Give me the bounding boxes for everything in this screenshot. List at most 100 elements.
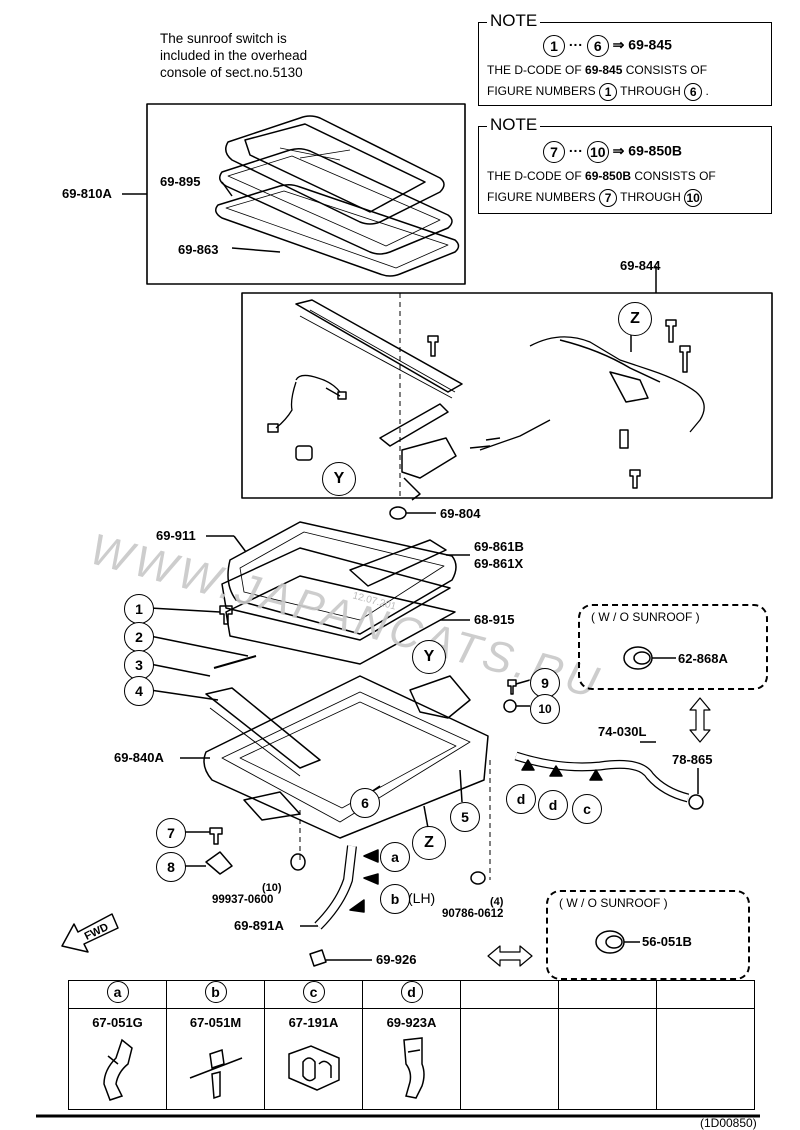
clip-b-icon [189,1049,242,1100]
callout-z: Z [618,302,652,336]
slide-shoe-assembly [379,403,449,447]
part-label-69-844: 69-844 [620,258,661,273]
part-quantity: (4) [490,896,504,908]
figure-number-badge: 10 [684,189,703,207]
figure-number-badge: 6 [586,35,609,57]
clip-pointer-arrow [363,849,379,863]
weatherstrip-seal [219,147,453,255]
note-range-line: 7 ··· 10 ⇒ 69-850B [543,141,682,163]
callout-2: 2 [124,622,154,652]
sunroof-switch-note-line: included in the overhead [160,48,308,63]
side-rail [205,687,321,769]
legend-part-number: 67-051G [92,1015,143,1030]
legend-empty-cell [460,1008,559,1110]
legend-part-cell: 67-051G [68,1008,167,1110]
drive-motor-linkage [529,336,705,433]
clip-callout-b: b [380,884,410,914]
note-text: . [705,84,709,99]
part-label-69-911: 69-911 [156,528,196,543]
part-label-74-030L: 74-030L [598,724,647,739]
figure-number-badge: 6 [684,83,703,101]
sunshade-panel [227,521,457,635]
note-title: NOTE [487,11,541,31]
glass-assembly-frame [146,103,466,285]
clip-callout-d: d [506,784,536,814]
part-label-69-810A: 69-810A [62,186,112,201]
part-label-68-915: 68-915 [474,612,515,627]
figure-number-badge: 1 [543,35,565,57]
legend-letter-cell: c [264,980,363,1009]
legend-letter-cell: b [166,980,265,1009]
note-code: 69-850B [585,169,632,183]
legend-part-number: 67-051M [189,1015,242,1030]
figure-number-badge: 7 [543,141,565,163]
clip-pointer-arrow [521,759,535,771]
legend-empty-cell [558,980,657,1009]
callout-y: Y [322,462,356,496]
clip-legend-table: a b c d 67-051G 67-051M 67-191A 69-923A [68,980,755,1110]
grommet [389,506,407,520]
drive-cable [479,419,551,451]
note-dcode-line: THE D-CODE OF 69-845 CONSISTS OF [487,63,707,77]
part-label-69-926: 69-926 [376,952,417,967]
sunshade-handle [349,539,447,587]
note-dcode-line: THE D-CODE OF 69-850B CONSISTS OF [487,169,716,183]
legend-part-cell: 67-051M [166,1008,265,1110]
note-figure-line: FIGURE NUMBERS 7 THROUGH 10 [487,189,703,207]
wind-deflector [409,675,471,719]
legend-empty-cell [460,980,559,1009]
guide-rail [295,299,463,393]
arrow-icon: ⇒ [612,36,625,53]
without-sunroof-box-1: ( W / O SUNROOF ) [578,604,768,690]
lh-label: (LH) [408,890,436,906]
callout-9: 9 [530,668,560,698]
part-label-62-868A: 62-868A [678,651,728,666]
glass-panel [225,115,445,225]
replaces-arrow-vertical [689,697,711,743]
bracket [205,851,233,875]
sunroof-switch-note: The sunroof switch is included in the ov… [160,30,307,81]
part-label-69-895: 69-895 [160,174,201,189]
part-label-90786-0612: 90786-0612 [442,908,504,920]
without-sunroof-box-2: ( W / O SUNROOF ) [546,890,750,980]
dcode-label: 69-850B [628,142,682,159]
figure-number-badge: 7 [599,189,618,207]
part-label-69-861B: 69-861B [474,539,524,554]
callout-5: 5 [450,802,480,832]
figure-code: (1D00850) [700,1116,757,1130]
part-label-69-863: 69-863 [178,242,219,257]
note-range-line: 1 ··· 6 ⇒ 69-845 [543,35,672,57]
hose-end-fitting [309,949,327,967]
legend-part-number: 67-191A [288,1015,339,1030]
ellipsis: ··· [568,36,583,53]
legend-letter: b [204,981,227,1003]
callout-z: Z [412,826,446,860]
note-box-1: NOTE 1 ··· 6 ⇒ 69-845 THE D-CODE OF 69-8… [478,11,772,106]
note-text: FIGURE NUMBERS [487,84,596,99]
bolt [219,605,233,625]
part-label-69-861X: 69-861X [474,556,524,571]
legend-letter: d [400,981,423,1003]
part-label-69-840A: 69-840A [114,750,164,765]
clip-pointer-arrow [363,873,379,885]
sunroof-switch-note-line: The sunroof switch is [160,31,287,46]
clip-callout-d: d [538,790,568,820]
fwd-arrow-icon [61,913,119,953]
legend-empty-cell [656,1008,755,1110]
glass-frame-seal [215,183,460,277]
note-box-2: NOTE 7 ··· 10 ⇒ 69-850B THE D-CODE OF 69… [478,115,772,214]
figure-number-badge: 1 [599,83,618,101]
note-title: NOTE [487,115,541,135]
legend-empty-cell [656,980,755,1009]
clip-a-icon [102,1038,133,1101]
callout-10: 10 [530,694,560,724]
note-text: THE D-CODE OF [487,63,582,77]
clip-pointer-arrow [549,765,563,777]
part-label-69-891A: 69-891A [234,918,284,933]
legend-letter: c [302,981,325,1003]
callout-7: 7 [156,818,186,848]
ellipsis: ··· [568,142,583,159]
without-sunroof-label: ( W / O SUNROOF ) [588,610,703,624]
arrow-icon: ⇒ [612,142,625,159]
